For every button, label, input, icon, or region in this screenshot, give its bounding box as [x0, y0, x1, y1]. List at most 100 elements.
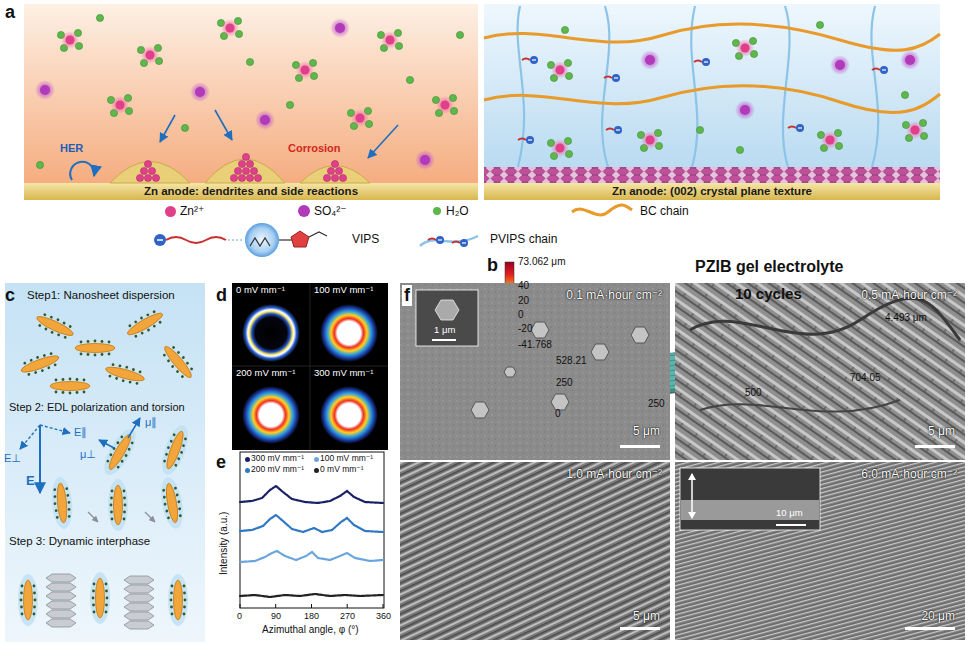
step-heading: Step 3: Dynamic interphase	[9, 535, 150, 548]
electrolyte-scene-left	[415, 150, 435, 170]
sem-image	[400, 283, 670, 460]
electrolyte-scene-left	[24, 183, 478, 200]
axis-tick: 0	[555, 408, 561, 420]
mechanism-scheme	[88, 512, 98, 522]
mechanism-scheme	[124, 576, 154, 584]
legend-icon	[309, 232, 327, 237]
electrolyte-scene-right	[816, 21, 823, 28]
electrolyte-scene-left	[36, 161, 43, 168]
electrolyte-scene-right	[484, 183, 940, 200]
electrolyte-scene-left	[238, 174, 245, 181]
mechanism-scheme	[18, 574, 38, 626]
electrolyte-scene-right	[518, 136, 534, 144]
mechanism-scheme	[46, 601, 76, 609]
axis-title: Intensity (a.u.)	[218, 512, 230, 575]
field-label: 300 mV mm⁻¹	[314, 368, 373, 379]
electrolyte-scene-left	[242, 153, 249, 160]
scene-panel: Zn anode: (002) crystal plane texture	[484, 4, 940, 200]
electrolyte-scene-right	[484, 24, 940, 113]
electrolyte-scene-left	[144, 174, 151, 181]
mechanism-scheme	[20, 425, 40, 449]
electrolyte-scene-right	[735, 100, 755, 120]
electrolyte-scene-left	[160, 115, 175, 142]
mechanism-scheme	[145, 512, 155, 522]
electrolyte-scene-left	[330, 18, 350, 38]
panel-letter: f	[402, 285, 412, 306]
step-heading: Step 2: EDL polarization and torsion	[9, 401, 185, 414]
sem-image	[680, 468, 820, 530]
legend-label: 200 mV mm⁻¹	[251, 465, 304, 475]
electrolyte-scene-right	[696, 126, 703, 133]
mechanism-scheme	[124, 612, 154, 620]
axis-tick: 250	[648, 398, 665, 410]
mechanism-scheme	[124, 603, 154, 611]
electrolyte-scene-right	[484, 4, 940, 200]
saxs-pattern	[242, 304, 300, 362]
electrolyte-scene-left	[347, 107, 372, 129]
field-symbol: E⊥	[4, 452, 21, 465]
mechanism-scheme	[39, 425, 41, 493]
reaction-label: HER	[60, 142, 83, 155]
electrolyte-scene-left	[331, 174, 338, 181]
azimuthal-plot	[311, 604, 312, 608]
panel-letter: b	[487, 255, 498, 276]
electrolyte-scene-left	[205, 159, 285, 183]
legend-icon	[452, 239, 468, 247]
mechanism-scheme	[5, 283, 205, 642]
azimuthal-plot	[383, 604, 384, 608]
sem-image	[416, 290, 478, 346]
legend-icon	[428, 236, 444, 244]
mechanism-scheme	[124, 594, 154, 602]
electrolyte-scene-right	[518, 6, 525, 167]
field-symbol: E∥	[74, 426, 87, 439]
mechanism-scheme	[124, 585, 154, 593]
electrolyte-scene-left	[107, 94, 132, 116]
dipole-symbol: μ⊥	[80, 448, 96, 461]
mechanism-scheme	[99, 440, 114, 448]
sem-inset: 1 μm	[416, 290, 478, 346]
sem-image	[400, 283, 965, 640]
scale-bar-label: 5 μm	[928, 425, 955, 439]
axis-tick: 360	[376, 611, 391, 621]
axis-tick: 704.05	[850, 372, 881, 384]
azimuthal-plot	[240, 604, 383, 608]
sem-image	[471, 402, 489, 418]
electrolyte-scene-left	[327, 167, 334, 174]
colorbar-tick: -20	[518, 323, 532, 335]
electrolyte-scene-right	[817, 129, 842, 151]
electrolyte-scene-right	[732, 37, 757, 59]
azimuthal-plot	[240, 486, 383, 503]
electrolyte-scene-right	[547, 59, 572, 81]
axis-tick: 90	[271, 611, 281, 621]
electrolyte-scene-right	[637, 129, 662, 151]
colorbar-tick: 0	[518, 309, 524, 321]
mechanism-scheme	[108, 479, 128, 531]
legend-icon	[157, 239, 163, 241]
mechanism-scheme	[157, 422, 194, 478]
sem-image	[620, 445, 660, 448]
mechanism-scheme	[168, 574, 188, 626]
legend-icon	[291, 231, 309, 247]
electrolyte-scene-right	[830, 55, 850, 75]
electrolyte-scene-right	[606, 126, 622, 134]
legend-label: Zn²⁺	[180, 205, 204, 219]
electrolyte-scene-left	[432, 94, 457, 116]
axis-label: 4.493 μm	[885, 312, 927, 324]
sem-image	[591, 344, 609, 360]
mechanism-scheme	[90, 572, 110, 624]
field-symbol: E	[26, 474, 35, 489]
sem-image	[691, 474, 693, 518]
axis-tick: 270	[340, 611, 355, 621]
electrolyte-scene-left	[96, 14, 103, 21]
colorbar-tick: -41.768	[518, 339, 552, 351]
sem-image	[432, 339, 456, 341]
electrolyte-scene-left	[57, 29, 82, 51]
legend-label: 100 mV mm⁻¹	[320, 454, 373, 464]
legend-label: H₂O	[446, 205, 469, 219]
legend-icon	[154, 205, 632, 257]
sem-image	[435, 300, 459, 320]
colorbar-tick: 40	[518, 280, 529, 292]
mechanism-scheme	[46, 574, 154, 629]
